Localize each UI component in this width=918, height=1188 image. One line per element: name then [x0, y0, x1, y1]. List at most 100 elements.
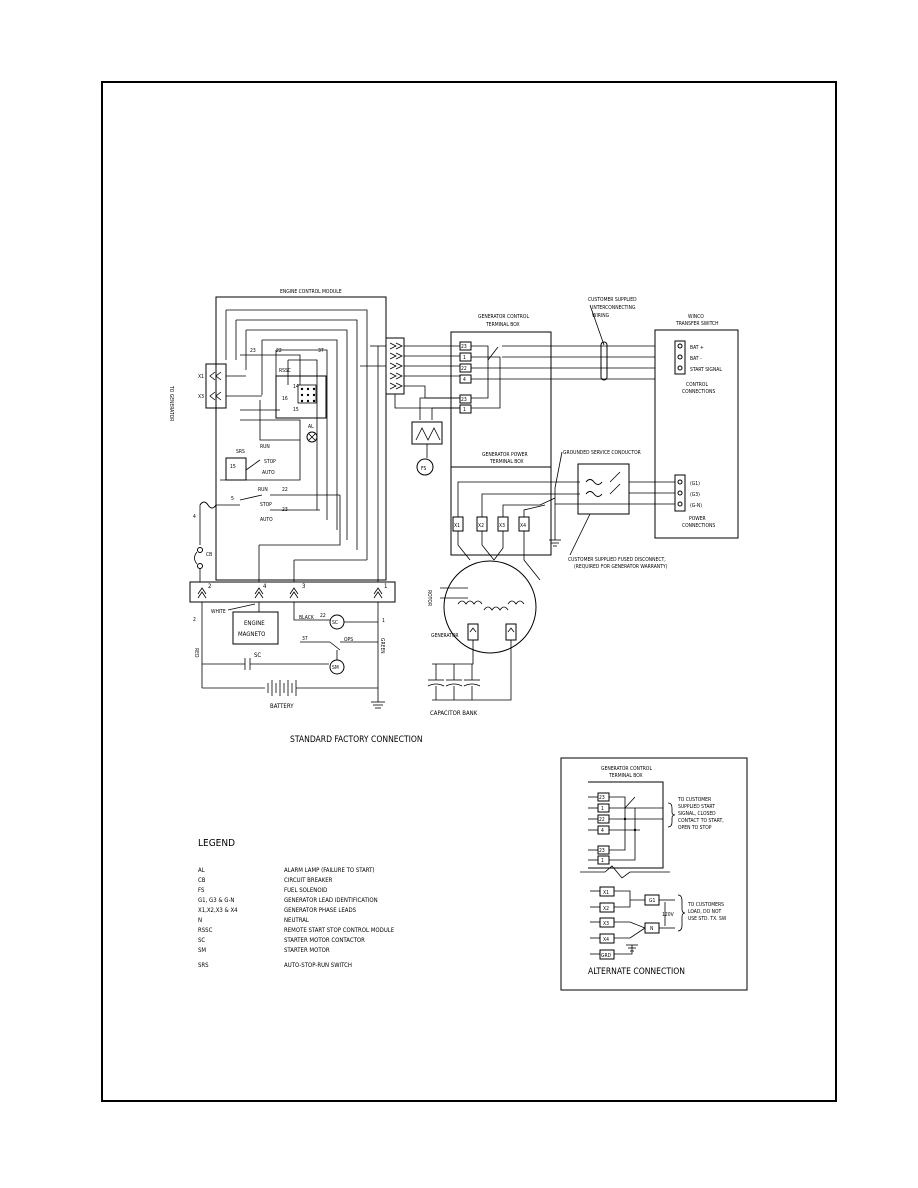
alt-x1: X1	[603, 890, 609, 896]
winding-1	[457, 600, 483, 605]
fused-disconnect-label-1: CUSTOMER SUPPLIED FUSED DISCONNECT,	[568, 557, 666, 563]
ts-control-terminal-strip	[674, 340, 686, 375]
ecm-internal-wiring	[220, 309, 368, 560]
winding-3	[507, 600, 525, 605]
legend-desc-2: FUEL SOLENOID	[284, 887, 327, 894]
power-wiring	[457, 481, 675, 581]
term-22: 22	[461, 366, 467, 372]
alt-term-23: 23	[599, 795, 605, 801]
alternate-connection-title: ALTERNATE CONNECTION	[588, 967, 685, 977]
rssc-label: RSSC	[279, 368, 291, 374]
legend-desc-1: CIRCUIT BREAKER	[284, 877, 333, 884]
connector-up-wires	[258, 346, 379, 582]
conn-3: 3	[302, 583, 305, 590]
ecm-connector-chevrons	[389, 342, 403, 390]
grounded-service-label: GROUNDED SERVICE CONDUCTOR	[563, 450, 641, 456]
wire-14: 14	[293, 384, 299, 390]
battery-icon	[267, 680, 297, 696]
legend-desc-3: GENERATOR LEAD IDENTIFICATION	[284, 897, 378, 904]
engine-label: ENGINE	[244, 620, 265, 627]
fs-label: FS	[421, 466, 427, 472]
customer-wiring-label-2: INTERCONNECTING	[592, 305, 636, 311]
start-signal-label: START SIGNAL	[690, 367, 722, 373]
legend-desc-6: REMOTE START STOP CONTROL MODULE	[284, 927, 395, 934]
alt-power-terminals	[599, 886, 615, 960]
auto-label-2: AUTO	[260, 517, 273, 523]
alarm-lamp-icon	[306, 431, 318, 443]
pt-x3: X3	[499, 523, 505, 529]
alt-note-3: CONTACT TO START,	[678, 818, 724, 824]
fused-disconnect-box	[577, 463, 630, 515]
capacitor-bank-label: CAPACITOR BANK	[430, 710, 478, 717]
disconnect-fuse-2	[585, 491, 603, 497]
pt-x4: X4	[520, 523, 526, 529]
gen-power-terminals	[452, 516, 530, 532]
alt-wiring	[588, 796, 663, 861]
sc-label-2: SC	[254, 652, 261, 659]
gen-control-internal	[471, 345, 655, 409]
legend-code-5: N	[198, 917, 202, 924]
alt-note-1: SUPPLIED START	[678, 804, 715, 810]
conn-1: 1	[384, 583, 387, 590]
ts-gn: (G-N)	[690, 503, 702, 509]
winco-label: WINCO	[688, 314, 704, 320]
pt-x1: X1	[454, 523, 460, 529]
generator-icon	[443, 560, 537, 654]
engine-magneto-box	[232, 611, 279, 645]
cb-icon	[197, 547, 203, 553]
wire-37b: 37	[302, 636, 308, 642]
power-label-2: CONNECTIONS	[682, 523, 715, 529]
stop-label-1: STOP	[264, 459, 276, 465]
gen-control-box-label-2: TERMINAL BOX	[485, 322, 520, 328]
transfer-switch-label: TRANSFER SWITCH	[675, 321, 719, 327]
red-label: RED	[193, 648, 199, 658]
bat-plus-label: BAT +	[690, 345, 704, 351]
magneto-label: MAGNETO	[238, 631, 265, 638]
capacitor-bank	[427, 664, 481, 700]
legend-code-8: SM	[198, 947, 206, 954]
legend-code-2: FS	[198, 887, 205, 894]
alt-g1: G1	[649, 898, 655, 904]
gen-power-label-1: GENERATOR POWER	[482, 452, 528, 458]
alt-term-1: 1	[601, 806, 604, 812]
srs-switch	[225, 457, 247, 481]
wire-22c: 22	[320, 613, 326, 619]
al-label: AL	[308, 424, 314, 430]
term-4: 4	[463, 377, 466, 383]
sm-label: SM	[332, 665, 339, 671]
generator-label: GENERATOR	[431, 633, 459, 639]
legend-desc-9: AUTO-STOP-RUN SWITCH	[284, 962, 352, 969]
alt-term-4: 4	[601, 828, 604, 834]
customer-wiring-label-1: CUSTOMER SUPPLIED	[588, 297, 637, 303]
to-generator-label: TO GENERATOR	[168, 385, 174, 421]
alt-load-0: TO CUSTOMERS	[687, 902, 724, 908]
legend-code-1: CB	[198, 877, 206, 884]
alt-load-1: LOAD, DO NOT	[688, 909, 722, 915]
legend-code-4: X1,X2,X3 & X4	[198, 907, 238, 914]
legend-desc-4: GENERATOR PHASE LEADS	[284, 907, 357, 914]
control-label-2: CONNECTIONS	[682, 389, 715, 395]
legend-desc-5: NEUTRAL	[284, 917, 309, 924]
srs-wire-15: 15	[230, 464, 236, 470]
fuse-icon	[199, 501, 217, 509]
wire-23b: 23	[282, 507, 288, 513]
x1-label: X1	[198, 374, 204, 380]
to-generator-connector	[205, 363, 227, 409]
legend-code-0: AL	[198, 867, 205, 874]
run-label-1: RUN	[260, 444, 270, 450]
transfer-switch-box	[654, 329, 739, 539]
legend-code-3: G1, G3 & G-N	[198, 897, 234, 904]
power-label-1: POWER	[689, 516, 706, 522]
alt-power-wiring	[590, 890, 675, 955]
alt-x2: X2	[603, 906, 609, 912]
pt-x2: X2	[478, 523, 484, 529]
wire-37: 37	[318, 348, 324, 354]
control-label-1: CONTROL	[686, 382, 708, 388]
black-label: BLACK	[299, 615, 315, 621]
legend-desc-7: STARTER MOTOR CONTACTOR	[284, 937, 365, 944]
gen-lead-2	[505, 623, 517, 641]
gen-lead-1	[467, 623, 479, 641]
term-23b: 23	[461, 397, 467, 403]
main-connector-strip	[189, 581, 396, 603]
